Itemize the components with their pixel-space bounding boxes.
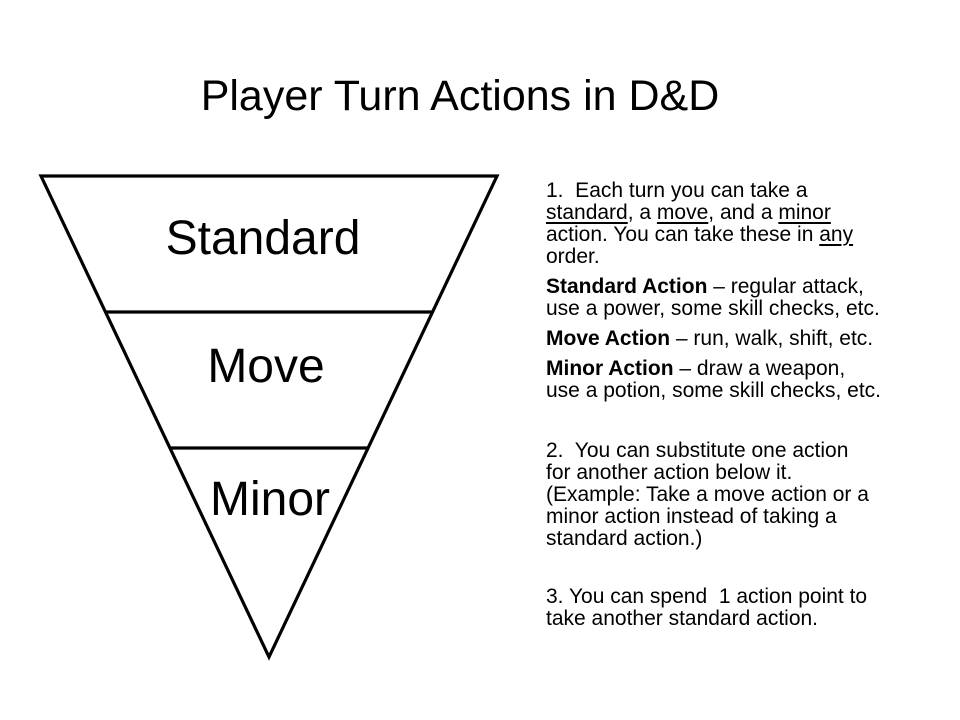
text-line: 2. You can substitute one action <box>546 440 916 462</box>
text-line: minor action instead of taking a <box>546 506 916 528</box>
note-rule-1: 1. Each turn you can take a standard, a … <box>546 180 916 268</box>
note-move-action: Move Action – run, walk, shift, etc. <box>546 328 916 350</box>
text-line: Move Action – run, walk, shift, etc. <box>546 328 916 350</box>
note-rule-3: 3. You can spend 1 action point to take … <box>546 586 916 630</box>
text-segment: 3. You can spend 1 action point to <box>546 585 868 608</box>
text-line: action. You can take these in any <box>546 224 916 246</box>
text-segment: , and a <box>708 201 779 224</box>
slide-title: Player Turn Actions in D&D <box>200 72 720 120</box>
note-minor-action: Minor Action – draw a weapon, use a poti… <box>546 358 916 402</box>
text-line: 3. You can spend 1 action point to <box>546 586 916 608</box>
text-line: take another standard action. <box>546 608 916 630</box>
text-segment: minor action instead of taking a <box>546 505 837 528</box>
underlined-text: standard <box>546 201 628 224</box>
text-segment: , a <box>627 201 657 224</box>
pyramid-level-move: Move <box>207 340 325 393</box>
pyramid-level-minor: Minor <box>209 473 331 526</box>
text-segment: – run, walk, shift, etc. <box>670 327 874 350</box>
text-segment: 1. Each turn you can take a <box>546 179 808 202</box>
text-line: (Example: Take a move action or a <box>546 484 916 506</box>
text-segment: for another action below it. <box>546 461 793 484</box>
text-segment: order. <box>546 245 600 268</box>
text-segment: use a power, some skill checks, etc. <box>546 297 880 320</box>
text-line: Minor Action – draw a weapon, <box>546 358 916 380</box>
bold-text: Standard Action <box>546 275 708 298</box>
notes-column: 1. Each turn you can take a standard, a … <box>546 180 916 638</box>
note-standard-action: Standard Action – regular attack, use a … <box>546 276 916 320</box>
text-segment: standard action.) <box>546 527 703 550</box>
text-line: 1. Each turn you can take a <box>546 180 916 202</box>
note-rule-2: 2. You can substitute one action for ano… <box>546 440 916 550</box>
bold-text: Minor Action <box>546 357 674 380</box>
text-segment: – draw a weapon, <box>673 357 846 380</box>
text-segment: – regular attack, <box>707 275 864 298</box>
bold-text: Move Action <box>546 327 671 350</box>
text-segment: use a potion, some skill checks, etc. <box>546 379 881 402</box>
pyramid-level-standard: Standard <box>165 212 361 265</box>
underlined-text: move <box>656 201 709 224</box>
text-line: use a power, some skill checks, etc. <box>546 298 916 320</box>
underlined-text: any <box>819 223 854 246</box>
text-segment: action. You can take these in <box>546 223 820 246</box>
pyramid-outline <box>38 174 500 661</box>
text-line: use a potion, some skill checks, etc. <box>546 380 916 402</box>
underlined-text: minor <box>778 201 831 224</box>
text-segment: take another standard action. <box>546 607 819 630</box>
text-line: for another action below it. <box>546 462 916 484</box>
text-line: standard action.) <box>546 528 916 550</box>
text-segment: 2. You can substitute one action <box>546 439 849 462</box>
text-line: standard, a move, and a minor <box>546 202 916 224</box>
text-line: Standard Action – regular attack, <box>546 276 916 298</box>
text-line: order. <box>546 246 916 268</box>
text-segment: (Example: Take a move action or a <box>546 483 869 506</box>
